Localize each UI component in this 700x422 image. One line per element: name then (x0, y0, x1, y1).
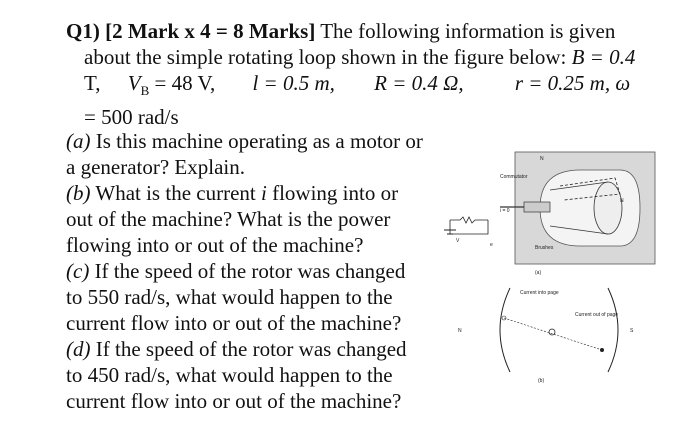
question-d: (d) If the speed of the rotor was change… (66, 337, 407, 413)
south-label-b: S (630, 328, 634, 334)
figure-a: N N Commutator Brushes i = 0 V e (a) (444, 151, 656, 276)
pole-face-right (607, 287, 619, 373)
question-c: (c) If the speed of the rotor was change… (66, 259, 406, 335)
loop-diameter (503, 317, 603, 351)
figure-b: Current into page Current out of page N … (458, 287, 634, 384)
north-pole-label: N (620, 198, 624, 204)
figure-a-label: (a) (535, 270, 541, 276)
current-label: i = 0 (500, 208, 510, 214)
figure-svg: N N Commutator Brushes i = 0 V e (a) Cur… (444, 151, 656, 384)
pole-face-left (499, 287, 511, 373)
problem-header: Q1) [2 Mark x 4 = 8 Marks] The following… (66, 18, 666, 130)
header-intro: The following information is given (320, 19, 616, 43)
flux-density: B = 0.4 (571, 45, 636, 69)
rotation-axis (548, 328, 556, 336)
header-line-1: Q1) [2 Mark x 4 = 8 Marks] The following… (66, 18, 666, 44)
question-a: (a) Is this machine operating as a motor… (66, 129, 423, 179)
question-list: (a) Is this machine operating as a motor… (66, 128, 436, 414)
commutator-label: Commutator (500, 174, 528, 180)
north-label-b: N (458, 328, 462, 334)
header-line-4: = 500 rad/s (66, 104, 666, 130)
north-label-top: N (540, 156, 544, 162)
resistance: R = 0.4 Ω, (374, 71, 464, 95)
current-into-label: Current into page (520, 290, 559, 296)
loop-length: l = 0.5 m, (252, 71, 335, 95)
header-line-3: T, VB = 48 V, l = 0.5 m, R = 0.4 Ω, r = … (84, 71, 631, 99)
radius: r = 0.25 m, ω (514, 71, 631, 95)
brushes-label: Brushes (535, 245, 554, 251)
current-out-label: Current out of page (575, 312, 618, 318)
conductor-into-page (501, 315, 507, 321)
resistor-circuit (449, 216, 489, 235)
rotor-body (549, 181, 609, 235)
battery-label: V (456, 238, 460, 244)
rotor-end (593, 181, 623, 235)
battery-voltage: = 48 V, (154, 71, 216, 95)
marks-label: [2 Mark x 4 = 8 Marks] (105, 19, 316, 43)
loop-wire (559, 177, 621, 201)
header-line-2: about the simple rotating loop shown in … (84, 45, 636, 69)
emf-label: e (490, 242, 493, 248)
commutator-shape (523, 201, 551, 213)
question-b: (b) What is the current i flowing into o… (66, 181, 399, 257)
figure-b-label: (b) (538, 378, 544, 384)
rotating-loop-figure: N N Commutator Brushes i = 0 V e (a) Cur… (440, 150, 660, 400)
angular-speed: = 500 rad/s (84, 105, 179, 130)
question-number: Q1) (66, 19, 100, 43)
